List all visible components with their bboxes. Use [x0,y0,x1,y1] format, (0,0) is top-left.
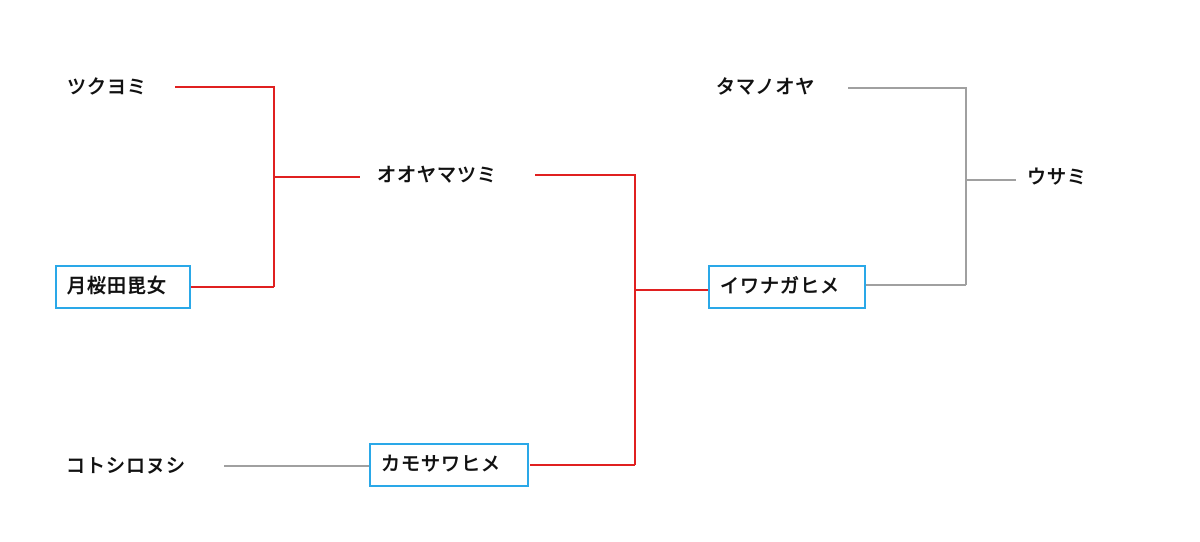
line-ooyamatsumi [535,174,636,465]
person-tsukiouda: 月桜田毘女 [55,265,191,309]
person-kotoshironushi: コトシロヌシ [66,455,187,477]
person-tsukuyomi: ツクヨミ [67,76,148,98]
person-ooyamatsumi: オオヤマツミ [377,164,498,186]
person-tamanooya: タマノオヤ [716,76,816,98]
line-tamanooya [848,87,967,285]
person-usami: ウサミ [1027,166,1088,188]
person-kamosawahime: カモサワヒメ [369,443,529,487]
person-iwanagahime: イワナガヒメ [708,265,866,309]
line-tsukuyomi [175,86,275,287]
